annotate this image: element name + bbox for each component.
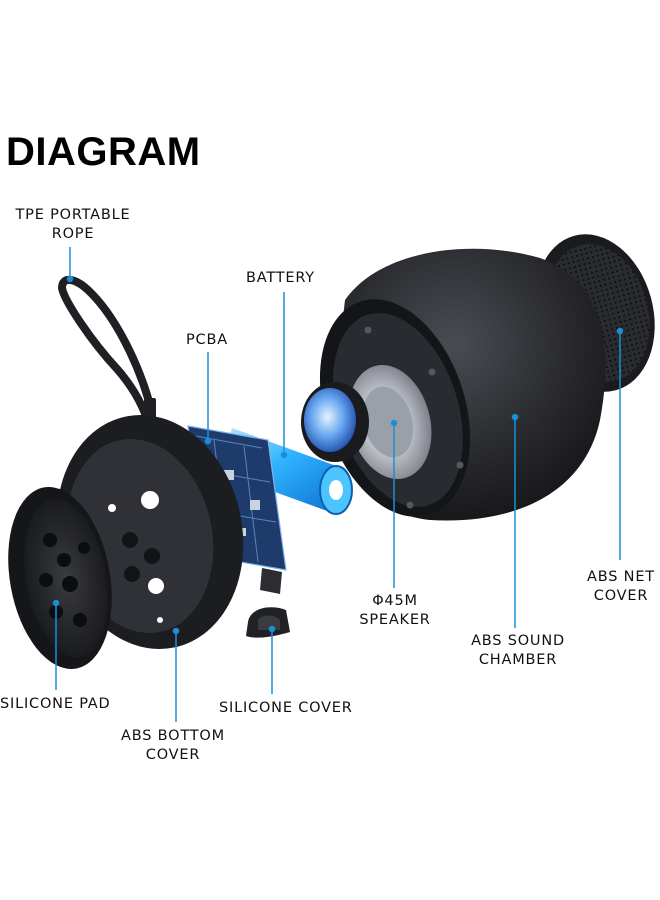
label-abs-bottom-cover: ABS BOTTOM COVER — [114, 727, 232, 765]
tpe-portable-rope — [57, 276, 156, 420]
label-speaker: Φ45M SPEAKER — [350, 592, 440, 630]
leader-dot — [66, 275, 74, 283]
label-line: COVER — [145, 747, 201, 763]
label-line: COVER — [593, 588, 649, 604]
silicone-pad — [8, 486, 112, 670]
label-silicone-cover: SILICONE COVER — [219, 700, 353, 716]
label-line: TPE PORTABLE — [15, 207, 131, 223]
label-pcba: PCBA — [186, 332, 228, 348]
label-line: ROPE — [51, 226, 95, 242]
leader-dot — [280, 451, 288, 459]
leader-dot — [172, 627, 180, 635]
leader-lines — [52, 247, 624, 722]
label-line: ABS BOTTOM — [121, 728, 225, 744]
label-silicone-pad: SILICONE PAD — [0, 696, 111, 712]
leader-dot — [390, 419, 398, 427]
page-title: DIAGRAM — [6, 130, 201, 174]
label-line: ABS SOUND — [471, 633, 565, 649]
leader-dot — [268, 625, 276, 633]
label-line: CHAMBER — [478, 652, 558, 668]
silicone-cover — [246, 607, 290, 638]
label-line: SPEAKER — [359, 612, 431, 628]
leader-dot — [204, 437, 212, 445]
label-line: ABS NET — [587, 569, 655, 585]
label-abs-net-cover: ABS NET COVER — [582, 568, 660, 606]
label-abs-sound-chamber: ABS SOUND CHAMBER — [462, 632, 574, 670]
speaker-45mm — [301, 365, 432, 479]
label-tpe-portable-rope: TPE PORTABLE ROPE — [8, 206, 138, 244]
leader-dot — [511, 413, 519, 421]
leader-dot — [52, 599, 60, 607]
label-battery: BATTERY — [246, 270, 315, 286]
leader-dot — [616, 327, 624, 335]
label-line: Φ45M — [372, 593, 418, 609]
